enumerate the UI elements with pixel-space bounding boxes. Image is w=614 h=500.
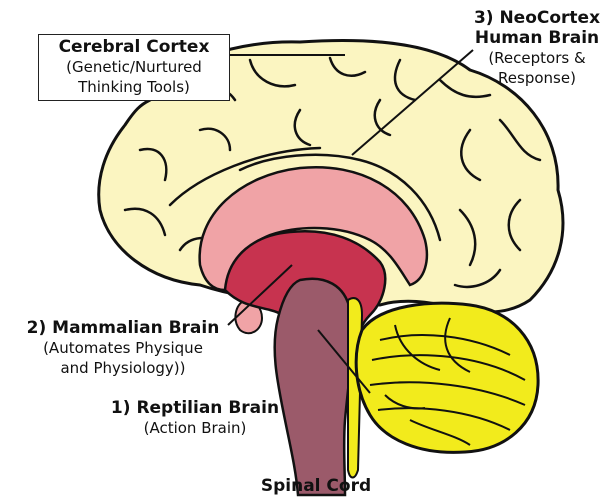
cerebral-cortex-title: Cerebral Cortex <box>47 37 221 57</box>
neocortex-title1: 3) NeoCortex <box>462 8 612 28</box>
label-cerebral-cortex: Cerebral Cortex (Genetic/Nurtured Thinki… <box>38 34 230 101</box>
brainstem-shape <box>275 279 352 495</box>
cerebral-cortex-line1: (Genetic/Nurtured <box>47 57 221 77</box>
mammalian-line1: (Automates Physique <box>4 338 242 358</box>
neocortex-title2: Human Brain <box>462 28 612 48</box>
label-spinal-cord: Spinal Cord <box>246 476 386 496</box>
reptilian-line1: (Action Brain) <box>100 418 290 438</box>
spinal-cord-title: Spinal Cord <box>246 476 386 496</box>
label-reptilian-brain: 1) Reptilian Brain (Action Brain) <box>100 398 290 438</box>
neocortex-line1: (Receptors & <box>462 48 612 68</box>
mammalian-line2: and Physiology)) <box>4 358 242 378</box>
mammalian-title: 2) Mammalian Brain <box>4 318 242 338</box>
cerebral-cortex-line2: Thinking Tools) <box>47 77 221 97</box>
neocortex-line2: Response) <box>462 68 612 88</box>
label-mammalian-brain: 2) Mammalian Brain (Automates Physique a… <box>4 318 242 378</box>
label-neocortex: 3) NeoCortex Human Brain (Receptors & Re… <box>462 8 612 88</box>
reptilian-title: 1) Reptilian Brain <box>100 398 290 418</box>
